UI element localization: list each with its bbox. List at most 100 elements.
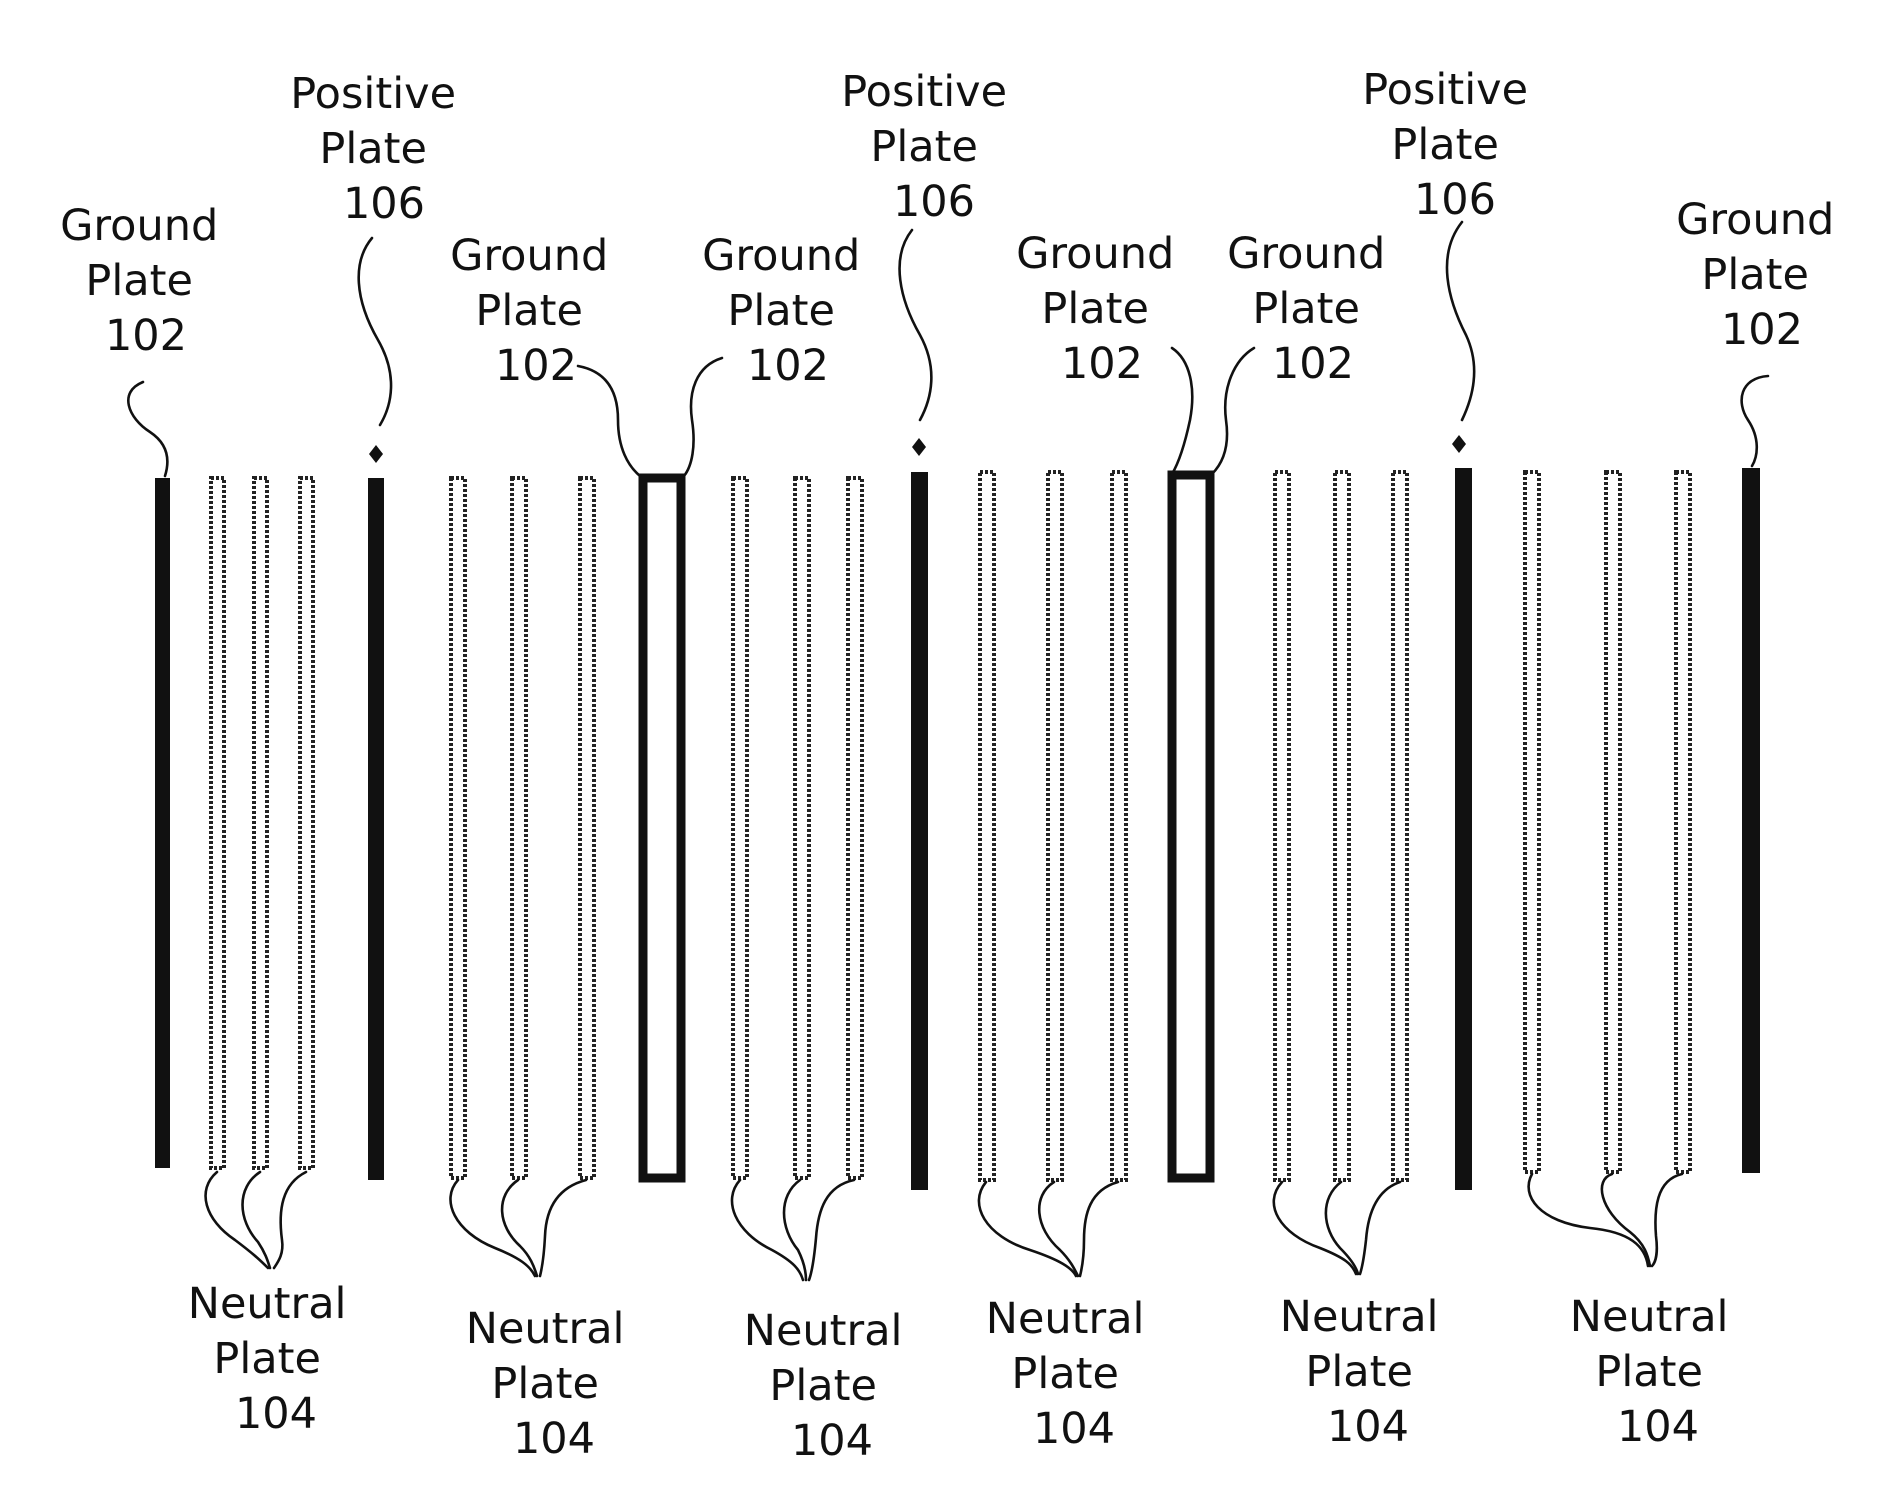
label-ref: 104 <box>1327 1402 1409 1452</box>
neutral-plate <box>795 478 809 1178</box>
label-line2: Plate <box>85 256 193 306</box>
leader-neutral-5c <box>1360 1182 1400 1274</box>
neutral-plate <box>451 478 465 1178</box>
neutral-plate <box>1393 472 1407 1180</box>
plates <box>155 435 1760 1190</box>
leader-positive-3 <box>1447 222 1474 420</box>
leader-neutral-4c <box>1080 1182 1118 1276</box>
label-ref: 106 <box>893 177 975 227</box>
label-line2: Plate <box>475 286 583 336</box>
leader-neutral-5b <box>1326 1182 1358 1274</box>
neutral-plate-label-3: Neutral Plate 104 <box>744 1306 916 1466</box>
neutral-plate-group-4 <box>980 472 1126 1180</box>
ground-plate-label-2: Ground Plate 102 <box>450 231 622 391</box>
leader-neutral-6c <box>1652 1174 1682 1266</box>
label-line2: Plate <box>1011 1349 1119 1399</box>
label-line1: Neutral <box>1280 1292 1439 1342</box>
neutral-plate <box>254 478 267 1168</box>
leader-ground-6 <box>1742 376 1768 466</box>
neutral-plate <box>211 478 224 1168</box>
label-line2: Plate <box>1595 1347 1703 1397</box>
label-line1: Ground <box>702 231 860 281</box>
label-ref: 102 <box>495 341 577 391</box>
label-line1: Neutral <box>188 1279 347 1329</box>
positive-terminal-dot-3 <box>1452 435 1466 453</box>
label-ref: 104 <box>791 1416 873 1466</box>
label-line2: Plate <box>491 1359 599 1409</box>
leader-ground-4 <box>1172 348 1192 474</box>
leader-neutral-5a <box>1274 1182 1356 1274</box>
label-line2: Plate <box>1041 284 1149 334</box>
neutral-plate-group-6 <box>1525 472 1690 1172</box>
label-line2: Plate <box>1252 284 1360 334</box>
neutral-plate-group-2 <box>451 478 594 1178</box>
neutral-plate <box>1335 472 1349 1180</box>
leader-neutral-1c <box>274 1172 306 1268</box>
neutral-plate <box>1275 472 1289 1180</box>
ground-plate-4 <box>1742 468 1760 1173</box>
label-line1: Neutral <box>1570 1292 1729 1342</box>
leader-positive-1 <box>359 238 391 425</box>
leader-ground-2 <box>578 366 640 476</box>
label-line1: Positive <box>1362 65 1528 115</box>
label-line2: Plate <box>727 286 835 336</box>
ground-plate-3 <box>1172 475 1210 1178</box>
ground-plate-2 <box>643 478 681 1178</box>
neutral-plate <box>848 478 862 1178</box>
neutral-plate <box>1525 472 1539 1172</box>
positive-plate-label-3: Positive Plate 106 <box>1362 65 1541 225</box>
label-line2: Plate <box>769 1361 877 1411</box>
neutral-plate <box>1112 472 1126 1180</box>
ground-plate-label-6: Ground Plate 102 <box>1676 195 1848 355</box>
neutral-plate-label-5: Neutral Plate 104 <box>1280 1292 1452 1452</box>
positive-terminal-dot-2 <box>912 438 926 456</box>
leader-neutral-2c <box>540 1180 586 1276</box>
neutral-plate-label-6: Neutral Plate 104 <box>1570 1292 1742 1452</box>
label-line2: Plate <box>319 124 427 174</box>
label-line1: Ground <box>450 231 608 281</box>
label-ref: 104 <box>235 1389 317 1439</box>
label-ref: 104 <box>1617 1402 1699 1452</box>
neutral-plate-label-4: Neutral Plate 104 <box>986 1294 1158 1454</box>
label-line1: Ground <box>60 201 218 251</box>
leader-ground-5 <box>1212 348 1254 474</box>
neutral-plate <box>580 478 594 1178</box>
label-line1: Neutral <box>986 1294 1145 1344</box>
ground-plate-label-3: Ground Plate 102 <box>702 231 874 391</box>
label-line1: Ground <box>1227 229 1385 279</box>
leader-neutral-2a <box>450 1180 535 1276</box>
leader-ground-3 <box>684 358 722 476</box>
label-ref: 102 <box>105 311 187 361</box>
ground-plate-label-4: Ground Plate 102 <box>1016 229 1188 389</box>
positive-plate-1 <box>368 478 384 1180</box>
leader-neutral-3a <box>732 1180 803 1280</box>
label-line2: Plate <box>213 1334 321 1384</box>
label-line1: Ground <box>1676 195 1834 245</box>
positive-plate-2 <box>911 472 928 1190</box>
neutral-plate-label-1: Neutral Plate 104 <box>188 1279 360 1439</box>
neutral-plate <box>1048 472 1062 1180</box>
label-ref: 104 <box>1033 1404 1115 1454</box>
leader-neutral-4a <box>979 1182 1076 1276</box>
positive-plate-3 <box>1455 468 1472 1190</box>
label-line2: Plate <box>1391 120 1499 170</box>
labels: Ground Plate 102 Positive Plate 106 Grou… <box>60 65 1848 1466</box>
neutral-plate <box>512 478 526 1178</box>
neutral-plate <box>300 478 313 1168</box>
label-ref: 102 <box>1721 305 1803 355</box>
leader-neutral-2b <box>502 1180 537 1276</box>
ground-plate-label-5: Ground Plate 102 <box>1227 229 1399 389</box>
label-line2: Plate <box>1305 1347 1413 1397</box>
label-ref: 106 <box>343 179 425 229</box>
positive-plate-label-2: Positive Plate 106 <box>841 67 1020 227</box>
label-line2: Plate <box>870 122 978 172</box>
leader-neutral-3c <box>809 1180 854 1280</box>
leader-neutral-1a <box>206 1172 268 1268</box>
neutral-plate <box>1676 472 1690 1172</box>
neutral-plate <box>733 478 747 1178</box>
label-line2: Plate <box>1701 250 1809 300</box>
label-ref: 102 <box>1272 339 1354 389</box>
label-line1: Neutral <box>466 1304 625 1354</box>
label-ref: 102 <box>747 341 829 391</box>
